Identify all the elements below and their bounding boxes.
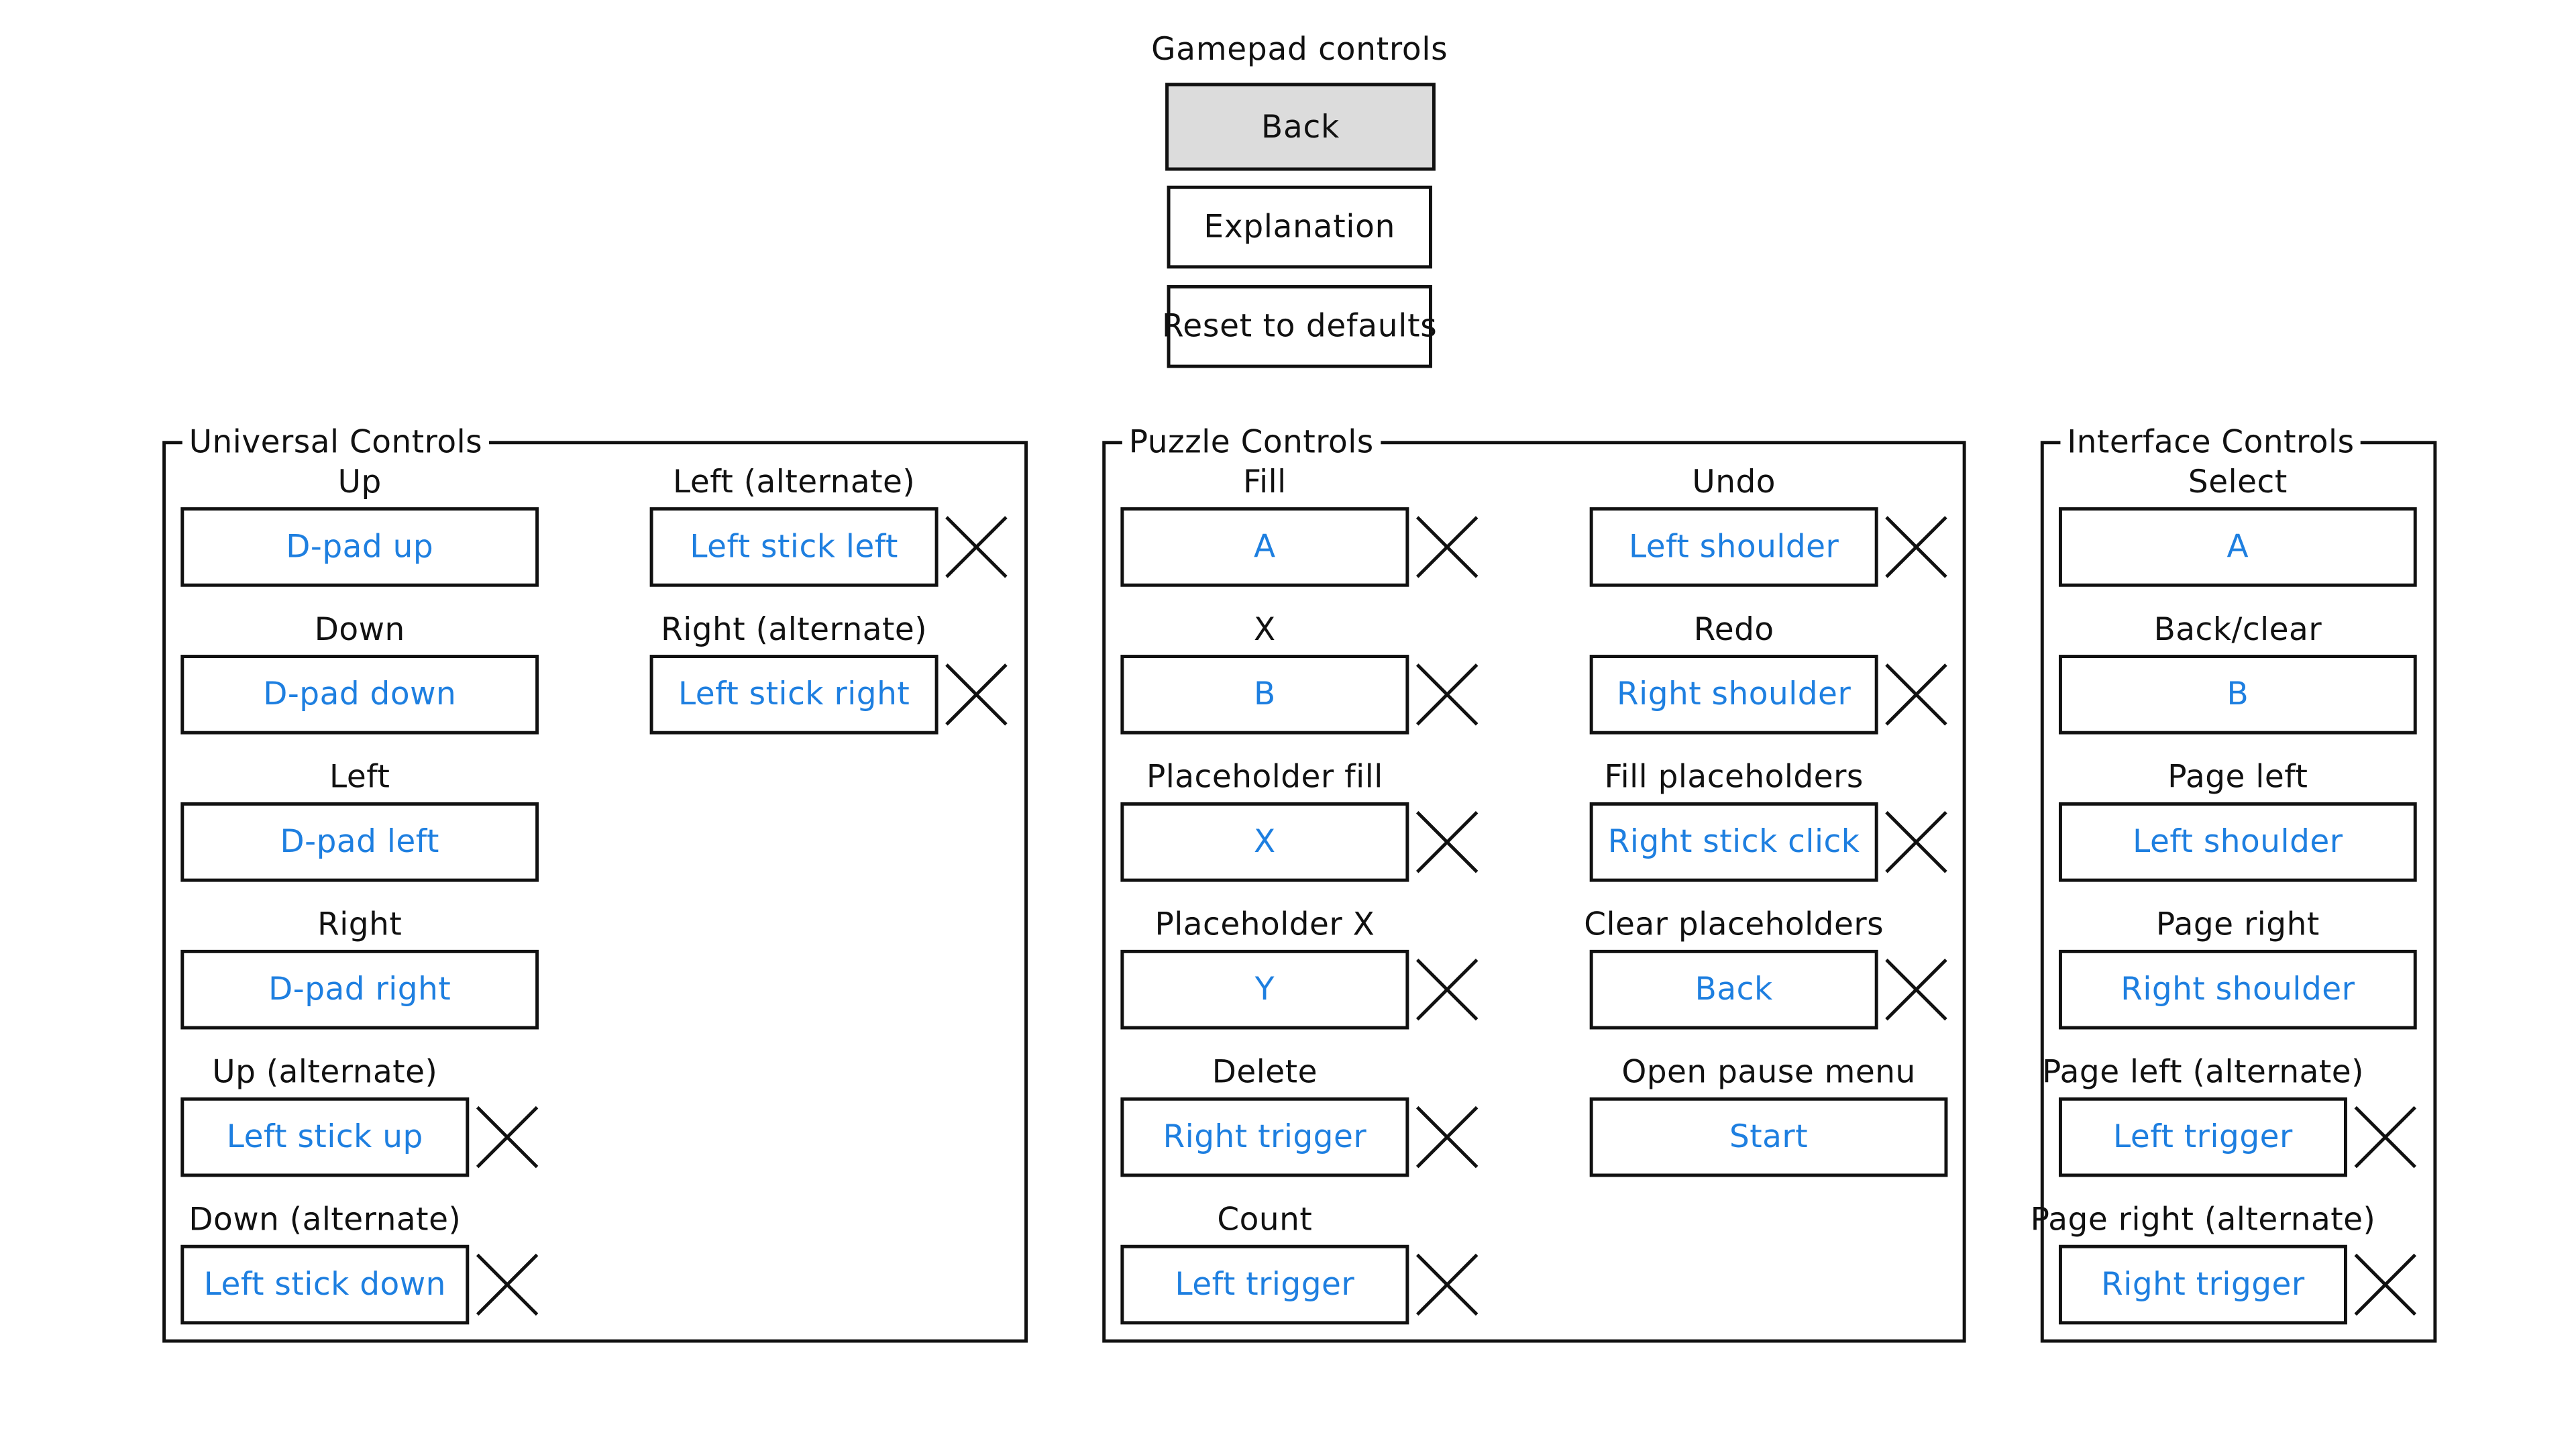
close-icon[interactable] xyxy=(474,1104,541,1171)
universal-left-binding-button[interactable]: D-pad left xyxy=(180,802,539,882)
interface-back-clear-binding-button[interactable]: B xyxy=(2058,655,2417,735)
close-icon[interactable] xyxy=(1883,809,1949,875)
close-icon[interactable] xyxy=(1414,1252,1481,1318)
universal-right-binding-button[interactable]: D-pad right xyxy=(180,949,539,1030)
close-icon[interactable] xyxy=(2352,1252,2418,1318)
universal-down-binding-button[interactable]: D-pad down xyxy=(180,655,539,735)
puzzle-clear-placeholders-binding-button[interactable]: Back xyxy=(1589,949,1878,1030)
puzzle-x-label: X xyxy=(1254,611,1276,649)
puzzle-fill-binding-button[interactable]: A xyxy=(1120,507,1409,587)
close-icon[interactable] xyxy=(1414,1104,1481,1171)
universal-left-label: Left xyxy=(329,759,390,796)
puzzle-controls-title: Puzzle Controls xyxy=(1122,421,1381,464)
interface-page-left-label: Page left xyxy=(2167,759,2308,796)
close-icon[interactable] xyxy=(474,1252,541,1318)
universal-down-alternate-label: Down (alternate) xyxy=(189,1201,462,1238)
close-icon[interactable] xyxy=(1883,661,1949,728)
interface-controls-title: Interface Controls xyxy=(2060,421,2361,464)
back-button[interactable]: Back xyxy=(1165,83,1436,171)
puzzle-undo-binding-button[interactable]: Left shoulder xyxy=(1589,507,1878,587)
puzzle-fill-label: Fill xyxy=(1243,464,1287,501)
reset-defaults-button[interactable]: Reset to defaults xyxy=(1162,285,1437,368)
universal-up-alternate-label: Up (alternate) xyxy=(212,1054,438,1091)
interface-page-right-binding-button[interactable]: Right shoulder xyxy=(2058,949,2417,1030)
close-icon[interactable] xyxy=(1414,957,1481,1023)
puzzle-open-pause-menu-binding-button[interactable]: Start xyxy=(1589,1097,1948,1177)
close-icon[interactable] xyxy=(943,661,1010,728)
puzzle-undo-label: Undo xyxy=(1692,464,1776,501)
explanation-button[interactable]: Explanation xyxy=(1167,185,1432,269)
interface-page-left-binding-button[interactable]: Left shoulder xyxy=(2058,802,2417,882)
interface-controls-panel: Interface Controls xyxy=(2040,421,2437,1343)
puzzle-fill-placeholders-binding-button[interactable]: Right stick click xyxy=(1589,802,1878,882)
interface-back-clear-label: Back/clear xyxy=(2153,611,2322,649)
puzzle-placeholder-x-label: Placeholder X xyxy=(1155,906,1375,943)
close-icon[interactable] xyxy=(1414,809,1481,875)
interface-page-left-alternate-label: Page left (alternate) xyxy=(2041,1054,2364,1091)
puzzle-delete-binding-button[interactable]: Right trigger xyxy=(1120,1097,1409,1177)
puzzle-controls-panel: Puzzle Controls xyxy=(1102,421,1966,1343)
puzzle-fill-placeholders-label: Fill placeholders xyxy=(1604,759,1864,796)
universal-left-alternate-binding-button[interactable]: Left stick left xyxy=(649,507,938,587)
puzzle-x-binding-button[interactable]: B xyxy=(1120,655,1409,735)
puzzle-redo-label: Redo xyxy=(1693,611,1774,649)
interface-page-right-alternate-label: Page right (alternate) xyxy=(2030,1201,2376,1238)
universal-up-alternate-binding-button[interactable]: Left stick up xyxy=(180,1097,470,1177)
universal-down-alternate-binding-button[interactable]: Left stick down xyxy=(180,1244,470,1325)
puzzle-count-label: Count xyxy=(1217,1201,1313,1238)
puzzle-clear-placeholders-label: Clear placeholders xyxy=(1584,906,1884,943)
close-icon[interactable] xyxy=(1883,514,1949,580)
universal-right-label: Right xyxy=(317,906,402,943)
close-icon[interactable] xyxy=(1414,514,1481,580)
close-icon[interactable] xyxy=(2352,1104,2418,1171)
close-icon[interactable] xyxy=(943,514,1010,580)
close-icon[interactable] xyxy=(1883,957,1949,1023)
puzzle-redo-binding-button[interactable]: Right shoulder xyxy=(1589,655,1878,735)
page-title: Gamepad controls xyxy=(1151,31,1448,68)
universal-down-label: Down xyxy=(314,611,405,649)
puzzle-placeholder-fill-binding-button[interactable]: X xyxy=(1120,802,1409,882)
close-icon[interactable] xyxy=(1414,661,1481,728)
universal-left-alternate-label: Left (alternate) xyxy=(672,464,916,501)
puzzle-placeholder-fill-label: Placeholder fill xyxy=(1146,759,1383,796)
interface-select-binding-button[interactable]: A xyxy=(2058,507,2417,587)
universal-right-alternate-label: Right (alternate) xyxy=(661,611,928,649)
universal-up-label: Up xyxy=(337,464,382,501)
interface-select-label: Select xyxy=(2188,464,2288,501)
universal-up-binding-button[interactable]: D-pad up xyxy=(180,507,539,587)
universal-controls-title: Universal Controls xyxy=(182,421,489,464)
interface-page-right-label: Page right xyxy=(2155,906,2320,943)
puzzle-delete-label: Delete xyxy=(1212,1054,1318,1091)
interface-page-left-alternate-binding-button[interactable]: Left trigger xyxy=(2058,1097,2347,1177)
puzzle-open-pause-menu-label: Open pause menu xyxy=(1621,1054,1916,1091)
puzzle-count-binding-button[interactable]: Left trigger xyxy=(1120,1244,1409,1325)
puzzle-placeholder-x-binding-button[interactable]: Y xyxy=(1120,949,1409,1030)
universal-right-alternate-binding-button[interactable]: Left stick right xyxy=(649,655,938,735)
universal-controls-panel: Universal Controls xyxy=(162,421,1028,1343)
interface-page-right-alternate-binding-button[interactable]: Right trigger xyxy=(2058,1244,2347,1325)
